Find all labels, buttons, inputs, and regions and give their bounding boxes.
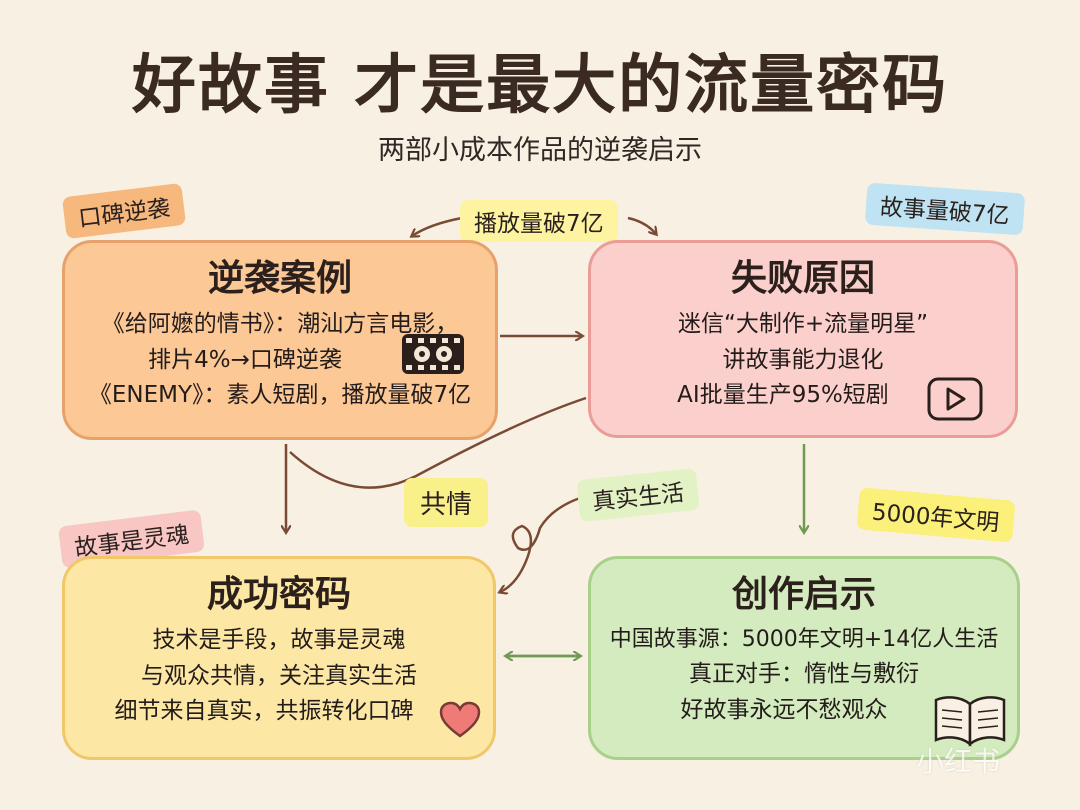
card-title: 失败原因	[730, 258, 875, 299]
connector-label-empathy: 共情	[404, 478, 489, 527]
connector-label-views: 播放量破7亿	[460, 200, 618, 242]
card-line: 讲故事能力退化	[722, 346, 884, 373]
card-line: 迷信“大制作+流量明星”	[677, 311, 929, 337]
card-title: 创作启示	[731, 574, 876, 615]
page-subtitle: 两部小成本作品的逆袭启示	[378, 135, 702, 166]
open-book-icon	[934, 696, 1006, 747]
arrow-top-left	[412, 216, 463, 236]
card-failure-reasons: 失败原因 迷信“大制作+流量明星” 讲故事能力退化 AI批量生产95%短剧	[588, 240, 1018, 438]
card-line: 细节来自真实，共振转化口碑	[114, 698, 414, 725]
arrow-curve-tl-tr	[289, 396, 587, 489]
card-success-secret: 成功密码 技术是手段，故事是灵魂 与观众共情，关注真实生活 细节来自真实，共振转…	[62, 556, 496, 760]
card-line: 技术是手段，故事是灵魂	[152, 627, 406, 653]
card-line: 真正对手：惰性与敷衍	[689, 661, 919, 688]
arrow-curve-to-bl	[500, 496, 581, 592]
arrow-top-right	[627, 216, 656, 234]
watermark: 小红书	[916, 745, 1001, 778]
film-reel-icon	[402, 334, 464, 374]
card-line: 《给阿嬷的情书》：潮汕方言电影，	[101, 311, 459, 337]
card-line: 中国故事源：5000年文明+14亿人生活	[609, 627, 999, 652]
card-title: 成功密码	[206, 574, 351, 615]
heart-icon	[439, 701, 481, 738]
card-line: 《ENEMY》：素人短剧，播放量破7亿	[88, 382, 472, 409]
card-line: AI批量生产95%短剧	[677, 382, 889, 409]
card-line: 排片4%→口碑逆袭	[148, 346, 342, 373]
card-title: 逆袭案例	[207, 258, 352, 299]
card-line: 与观众共情，关注真实生活	[141, 662, 417, 689]
play-button-icon	[927, 377, 983, 421]
card-line: 好故事永远不愁观众	[680, 696, 888, 723]
page-title: 好故事 才是最大的流量密码	[131, 49, 949, 123]
